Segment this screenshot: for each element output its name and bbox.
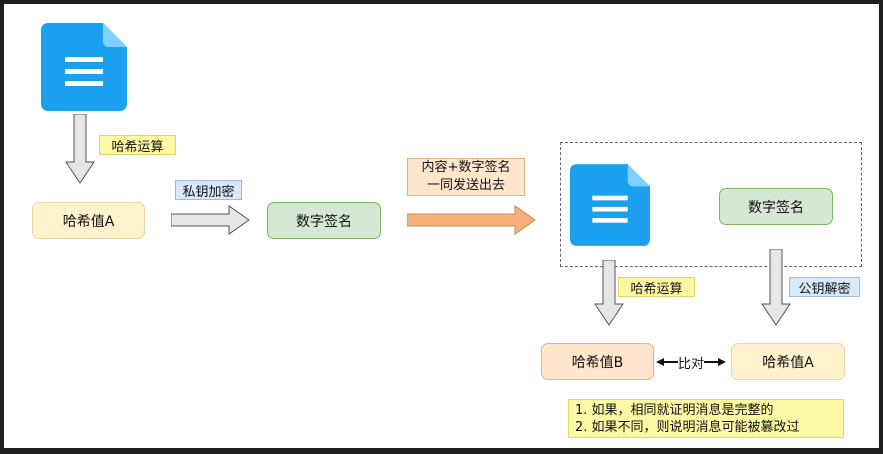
hash-op-label: 哈希运算: [99, 135, 176, 155]
hash-value-a-compare-box: 哈希值A: [731, 343, 845, 380]
send-label-line1: 内容+数字签名: [421, 160, 511, 175]
document-icon: [41, 23, 127, 111]
send-together-label: 内容+数字签名 一同发送出去: [407, 158, 525, 196]
down-arrow-icon: [65, 114, 95, 184]
received-signature-box: 数字签名: [719, 188, 833, 225]
down-arrow-icon: [761, 249, 791, 326]
verification-notes: 1. 如果，相同就证明消息是完整的 2. 如果不同，则说明消息可能被篡改过: [568, 399, 844, 438]
compare-label: 比对: [678, 356, 705, 372]
right-arrow-icon: [704, 358, 727, 366]
right-hash-op-label: 哈希运算: [618, 277, 695, 297]
down-arrow-icon: [594, 260, 624, 326]
right-arrow-icon: [171, 205, 250, 235]
hash-value-a-box: 哈希值A: [32, 202, 145, 239]
hash-value-b-box: 哈希值B: [541, 343, 654, 380]
digital-signature-box: 数字签名: [267, 202, 381, 239]
private-key-encrypt-label: 私钥加密: [175, 180, 242, 200]
compare-connector: 比对: [656, 352, 732, 372]
document-icon: [570, 164, 650, 246]
diagram-canvas: 哈希运算 哈希值A 私钥加密 数字签名 内容+数字签名 一同发送出去 数字签名 …: [4, 4, 879, 448]
note-line: 1. 如果，相同就证明消息是完整的: [575, 403, 774, 418]
received-message-group: [560, 142, 862, 267]
send-arrow-icon: [407, 205, 536, 235]
note-line: 2. 如果不同，则说明消息可能被篡改过: [575, 420, 800, 435]
send-label-line2: 一同发送出去: [426, 178, 505, 193]
public-key-decrypt-label: 公钥解密: [789, 277, 860, 297]
left-arrow-icon: [656, 358, 678, 366]
